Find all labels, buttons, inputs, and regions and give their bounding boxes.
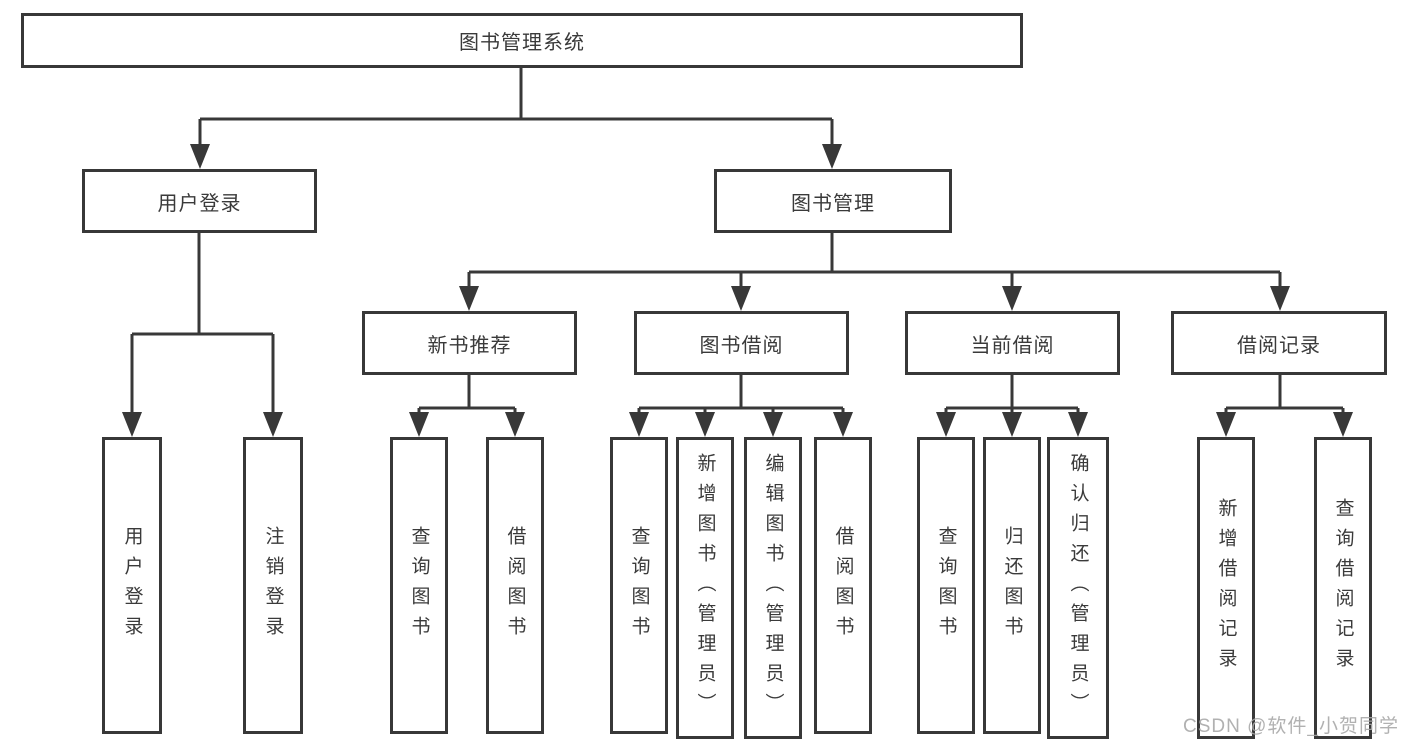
leaf-borrow-books-2: 借阅图书 [814, 437, 872, 734]
arrow-icon [731, 286, 751, 311]
arrow-icon [936, 412, 956, 437]
watermark: CSDN @软件_小贺同学 [1183, 716, 1399, 737]
node-label: 编辑图书（管理员） [762, 453, 784, 723]
arrow-icon [459, 286, 479, 311]
leaf-borrow-books-1: 借阅图书 [486, 437, 544, 734]
node-label: 归还图书 [1001, 525, 1023, 646]
arrow-icon [409, 412, 429, 437]
leaf-query-borrow-record: 查询借阅记录 [1314, 437, 1372, 739]
node-label: 用户登录 [157, 192, 242, 215]
arrow-icon [822, 144, 842, 169]
arrow-icon [1216, 412, 1236, 437]
node-label: 用户登录 [121, 525, 143, 646]
leaf-query-books-1: 查询图书 [390, 437, 448, 734]
arrow-icon [505, 412, 525, 437]
leaf-edit-books-admin: 编辑图书（管理员） [744, 437, 802, 739]
leaf-query-books-3: 查询图书 [917, 437, 975, 734]
arrowheads [122, 144, 1353, 437]
leaf-query-books-2: 查询图书 [610, 437, 668, 734]
arrow-icon [1270, 286, 1290, 311]
connector-current-borrow [944, 375, 1080, 415]
node-user-login-branch: 用户登录 [82, 169, 317, 233]
arrow-icon [763, 412, 783, 437]
arrow-icon [122, 412, 142, 437]
connector-book-management [467, 233, 1282, 289]
connector-book-borrow [637, 375, 845, 415]
arrow-icon [1068, 412, 1088, 437]
arrow-icon [1002, 286, 1022, 311]
node-label: 新增图书（管理员） [694, 453, 716, 723]
leaf-user-login: 用户登录 [102, 437, 162, 734]
arrow-icon [190, 144, 210, 169]
node-label: 注销登录 [262, 525, 284, 646]
leaf-add-borrow-record: 新增借阅记录 [1197, 437, 1255, 739]
leaf-logout: 注销登录 [243, 437, 303, 734]
node-label: 确认归还（管理员） [1067, 453, 1089, 723]
node-label: 查询借阅记录 [1332, 498, 1354, 678]
node-label: 新增借阅记录 [1215, 498, 1237, 678]
node-library-management-system: 图书管理系统 [21, 13, 1023, 68]
node-label: 借阅图书 [832, 525, 854, 646]
arrow-icon [1333, 412, 1353, 437]
leaf-confirm-return-admin: 确认归还（管理员） [1047, 437, 1109, 739]
node-current-borrow: 当前借阅 [905, 311, 1120, 375]
arrow-icon [1002, 412, 1022, 437]
leaf-return-books: 归还图书 [983, 437, 1041, 734]
node-book-borrow: 图书借阅 [634, 311, 849, 375]
node-new-book-recommend: 新书推荐 [362, 311, 577, 375]
node-label: 查询图书 [408, 525, 430, 646]
connector-root [198, 68, 834, 147]
node-label: 借阅记录 [1237, 334, 1321, 357]
node-label: 当前借阅 [970, 334, 1055, 357]
node-label: 新书推荐 [427, 334, 512, 357]
node-label: 查询图书 [935, 525, 957, 646]
node-label: 图书管理系统 [459, 32, 585, 54]
connector-new-book-recommend [417, 375, 517, 415]
node-label: 图书管理 [791, 192, 875, 215]
node-label: 图书借阅 [699, 334, 784, 357]
node-borrow-records: 借阅记录 [1171, 311, 1387, 375]
node-label: 借阅图书 [504, 525, 526, 646]
arrow-icon [695, 412, 715, 437]
node-label: 查询图书 [628, 525, 650, 646]
leaf-add-books-admin: 新增图书（管理员） [676, 437, 734, 739]
connector-borrow-records [1224, 375, 1345, 415]
node-book-management-branch: 图书管理 [714, 169, 952, 233]
arrow-icon [833, 412, 853, 437]
arrow-icon [629, 412, 649, 437]
arrow-icon [263, 412, 283, 437]
connector-user-login [130, 233, 275, 415]
